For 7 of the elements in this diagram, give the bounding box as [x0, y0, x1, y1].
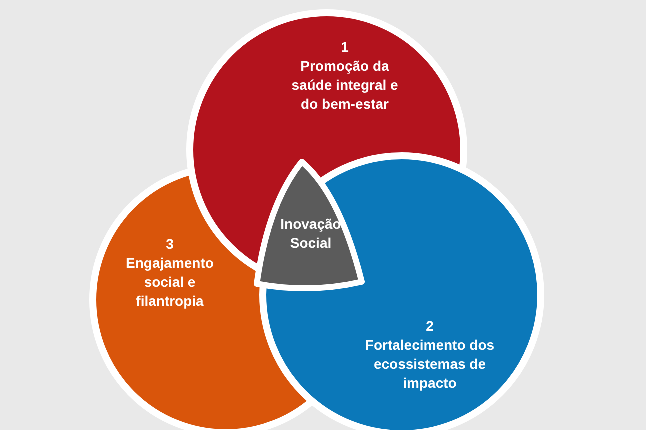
circle-label: Inovação Social [280, 215, 342, 253]
circle-label: Promoção da saúde integral e do bem-estar [290, 57, 400, 114]
step-number: 1 [340, 38, 350, 57]
circle-label: Engajamento social e filantropia [125, 254, 215, 311]
step-number: 3 [165, 235, 175, 254]
circle-label: Fortalecimento dos ecossistemas de impacto [364, 336, 496, 393]
step-number: 2 [425, 317, 435, 336]
